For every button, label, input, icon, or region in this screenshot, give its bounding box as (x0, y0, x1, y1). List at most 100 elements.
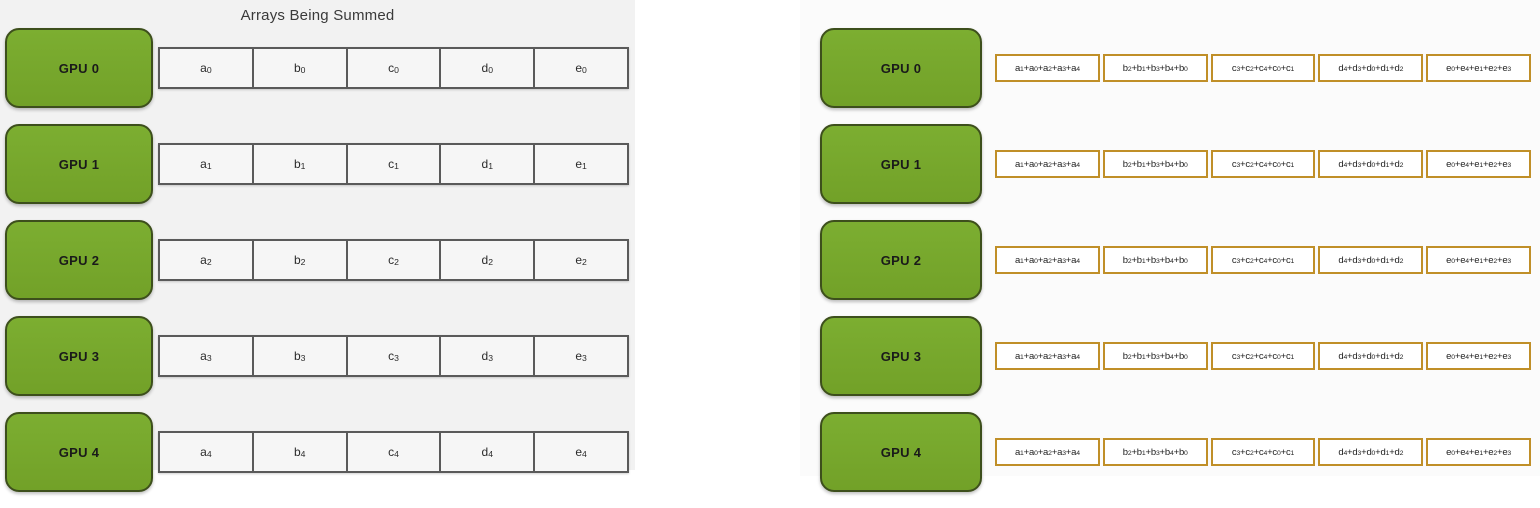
diagram-canvas: Arrays Being Summed GPU 0 GPU 1 GPU 2 GP… (0, 0, 1540, 492)
gpu-label: GPU 3 (880, 348, 922, 364)
gpu-label: GPU 0 (880, 60, 922, 76)
gpu-box-1[interactable]: GPU 1 (820, 124, 982, 204)
gpu-box-4[interactable]: GPU 4 (5, 412, 153, 492)
gpu-box-3[interactable]: GPU 3 (820, 316, 982, 396)
gpu-box-1[interactable]: GPU 1 (5, 124, 153, 204)
gpu-label: GPU 1 (58, 156, 100, 172)
gpu-box-2[interactable]: GPU 2 (820, 220, 982, 300)
gpu-row: GPU 0 (820, 28, 982, 108)
gpu-row: GPU 0 (5, 28, 153, 108)
gpu-row: GPU 3 (820, 316, 982, 396)
gpu-label: GPU 2 (880, 252, 922, 268)
right-panel: GPU 0 GPU 1 GPU 2 GPU 3 GPU 4 (800, 0, 1540, 492)
gpu-row: GPU 3 (5, 316, 153, 396)
gpu-box-0[interactable]: GPU 0 (820, 28, 982, 108)
gpu-box-2[interactable]: GPU 2 (5, 220, 153, 300)
gpu-box-0[interactable]: GPU 0 (5, 28, 153, 108)
gpu-label: GPU 1 (880, 156, 922, 172)
gpu-label: GPU 4 (880, 444, 922, 460)
left-gpu-column: GPU 0 GPU 1 GPU 2 GPU 3 GPU 4 (5, 28, 153, 508)
gpu-box-4[interactable]: GPU 4 (820, 412, 982, 492)
gpu-label: GPU 0 (58, 60, 100, 76)
left-panel-title: Arrays Being Summed (240, 7, 395, 24)
gpu-label: GPU 4 (58, 444, 100, 460)
gpu-row: GPU 4 (5, 412, 153, 492)
gpu-row: GPU 2 (5, 220, 153, 300)
gpu-row: GPU 1 (820, 124, 982, 204)
gpu-box-3[interactable]: GPU 3 (5, 316, 153, 396)
gpu-row: GPU 1 (5, 124, 153, 204)
